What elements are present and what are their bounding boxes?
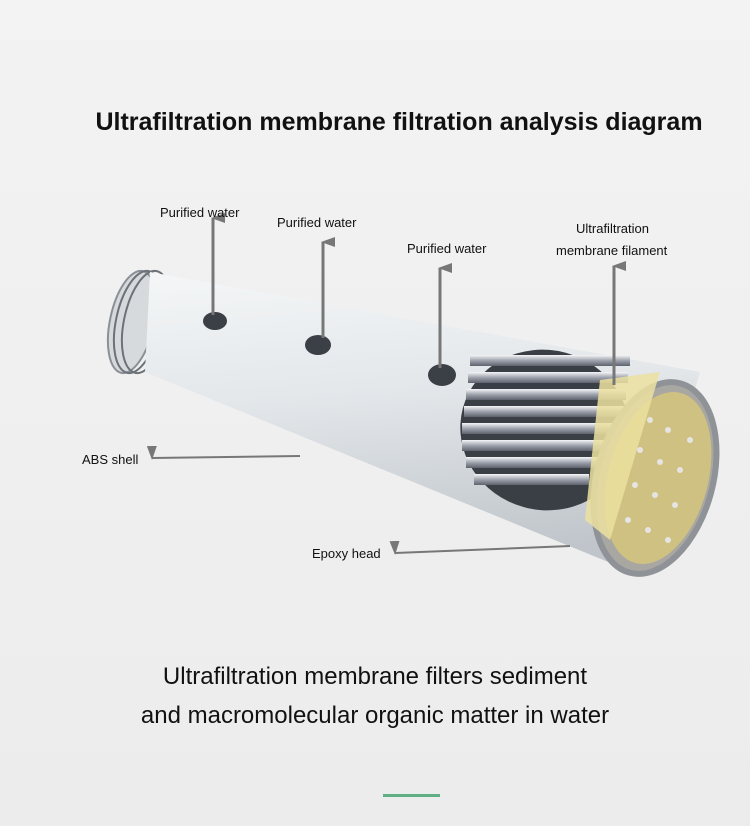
label-purified-water-2: Purified water xyxy=(277,215,357,230)
caption-line-2: and macromolecular organic matter in wat… xyxy=(140,702,610,729)
label-abs-shell: ABS shell xyxy=(82,452,139,467)
caption-line-1: Ultrafiltration membrane filters sedimen… xyxy=(162,663,588,690)
label-purified-water-3: Purified water xyxy=(407,241,487,256)
outlet-hole-1 xyxy=(203,312,227,330)
membrane-filaments xyxy=(462,355,630,485)
outlet-hole-2 xyxy=(305,335,331,355)
outlet-hole-3 xyxy=(428,364,456,386)
label-purified-water-1: Purified water xyxy=(160,205,240,220)
diagram-title: Ultrafiltration membrane filtration anal… xyxy=(95,108,703,136)
label-filament-line1: Ultrafiltration xyxy=(576,221,649,236)
flow-arrows xyxy=(146,213,626,555)
arrow-left-icon xyxy=(389,540,571,555)
label-epoxy-head: Epoxy head xyxy=(312,546,381,561)
accent-divider xyxy=(383,794,440,797)
label-filament-line2: membrane filament xyxy=(556,243,668,258)
arrow-left-icon xyxy=(146,445,301,460)
